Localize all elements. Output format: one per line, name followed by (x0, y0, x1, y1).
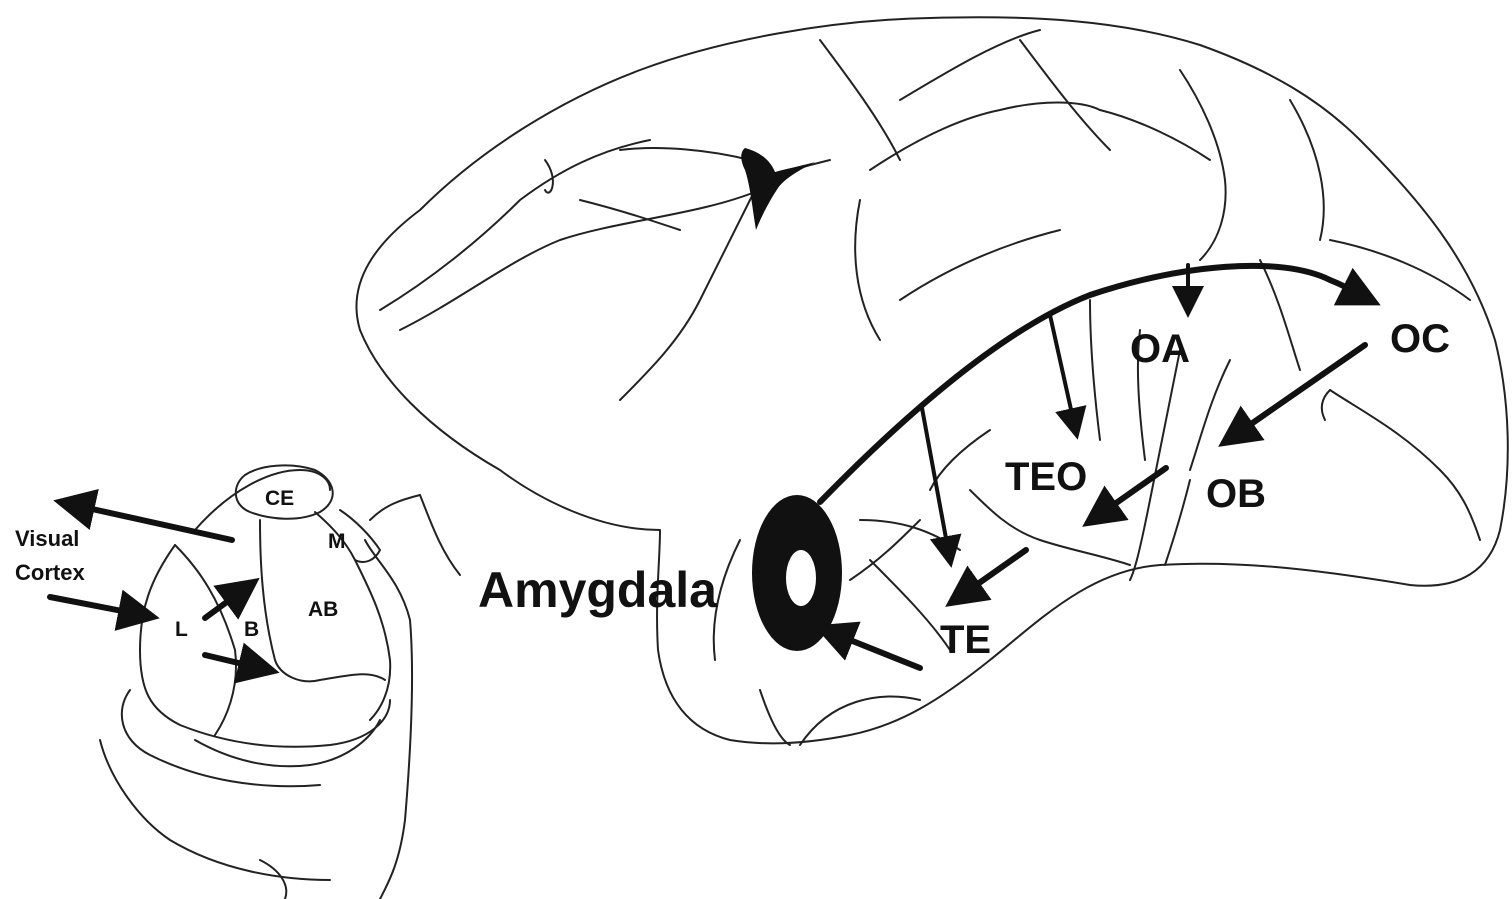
cortex-label: Cortex (15, 560, 85, 585)
output-arrow (65, 503, 232, 540)
branch-to-teo-arrow (1050, 315, 1076, 432)
brain-outline (356, 17, 1507, 745)
ce-label: CE (265, 487, 294, 510)
visual-label: Visual (15, 526, 79, 551)
amygdala-detail-outline (100, 465, 460, 899)
teo-to-te-arrow (955, 550, 1026, 600)
m-label: M (328, 530, 346, 553)
l-label: L (175, 618, 188, 641)
sulcus-mark (741, 148, 815, 230)
oc-label: OC (1390, 317, 1450, 361)
ob-label: OB (1206, 472, 1266, 516)
te-label: TE (940, 618, 991, 662)
oa-label: OA (1130, 327, 1190, 371)
visual-input-arrow (50, 597, 148, 616)
l-to-b-arrow (205, 585, 250, 618)
amygdala-shape (752, 495, 842, 651)
b-label: B (244, 618, 259, 641)
amygdala-label: Amygdala (478, 562, 718, 618)
te-to-amygdala-arrow (825, 630, 920, 668)
ab-label: AB (308, 598, 338, 621)
ob-to-teo-arrow (1092, 468, 1166, 520)
teo-label: TEO (1005, 455, 1087, 499)
